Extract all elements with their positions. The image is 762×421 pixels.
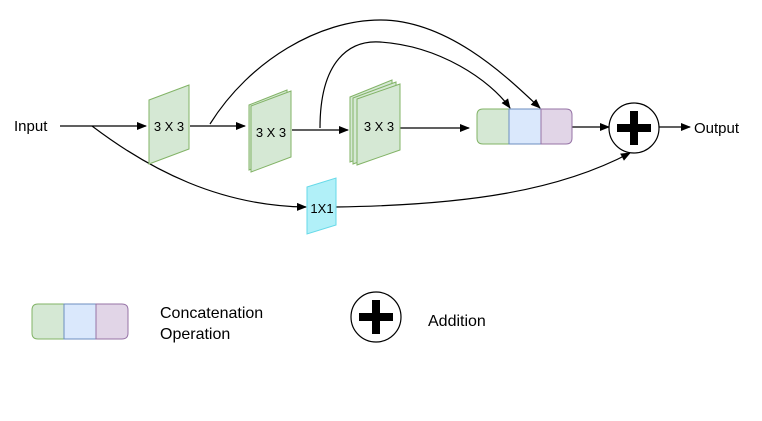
arrow-input-to-conv1x1: [91, 125, 307, 211]
conv1x1-block: 1X1: [306, 177, 337, 235]
connectors: [60, 19, 691, 211]
output-label: Output: [694, 120, 740, 137]
arrow-conv1-to-concat: [209, 19, 541, 125]
legend-addition-label: Addition: [428, 313, 486, 330]
addition-node: [608, 102, 660, 154]
arrow-conv1x1-to-addition: [335, 152, 631, 208]
conv2-label: 3 X 3: [256, 125, 286, 140]
legend-concat-label-line2: Operation: [160, 326, 230, 343]
legend-concat-icon: [31, 303, 129, 340]
conv1x1-label: 1X1: [310, 201, 333, 216]
conv3x3-block-3: 3 X 3: [349, 79, 401, 166]
conv1-label: 3 X 3: [154, 119, 184, 134]
conv3x3-block-2: 3 X 3: [248, 89, 292, 173]
conv3-label: 3 X 3: [364, 119, 394, 134]
input-label: Input: [14, 118, 48, 135]
concat-block: [476, 108, 573, 145]
legend-concat-label-line1: Concatenation: [160, 305, 263, 322]
conv3x3-block-1: 3 X 3: [148, 84, 190, 165]
legend-addition-icon: [350, 291, 402, 343]
arrow-conv2-to-concat: [319, 41, 511, 129]
